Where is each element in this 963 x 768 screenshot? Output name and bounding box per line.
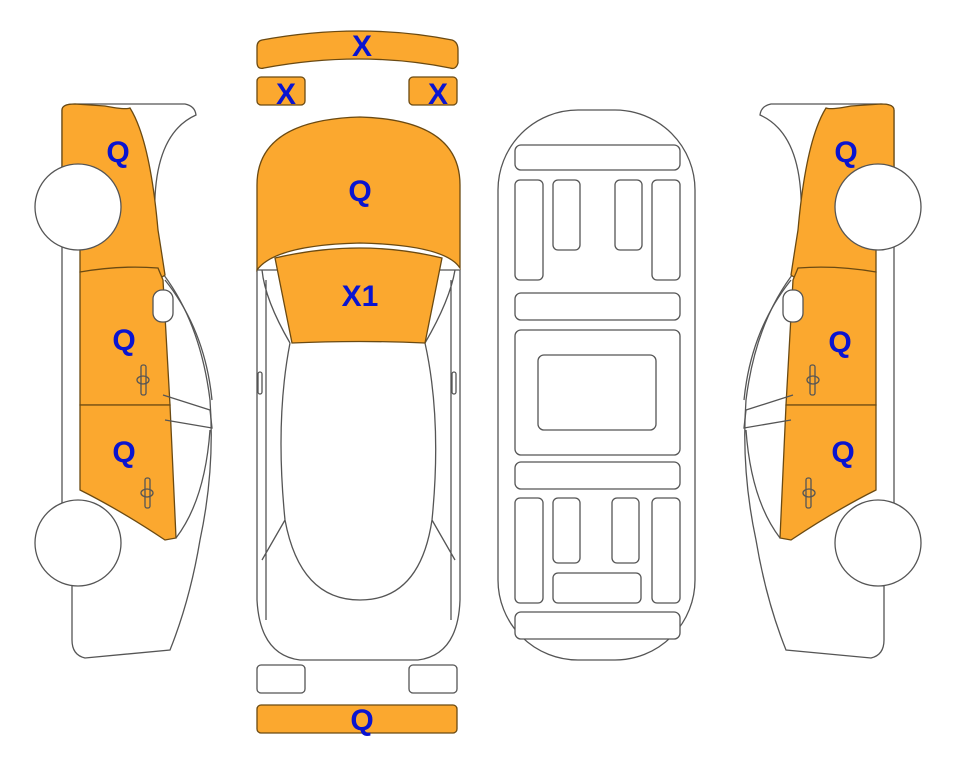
label-front-bumper: X xyxy=(352,30,372,63)
underbody-view xyxy=(497,109,696,661)
underbody-part xyxy=(614,179,643,251)
top-body-details xyxy=(261,269,456,620)
label-right-rear-door: Q xyxy=(831,436,854,469)
label-windshield: X1 xyxy=(342,280,379,313)
underbody-part xyxy=(514,144,681,171)
taillight-left xyxy=(256,664,306,694)
windshield-panel[interactable] xyxy=(274,247,443,344)
underbody-part xyxy=(514,611,681,640)
underbody-part xyxy=(651,179,681,281)
label-right-front-door: Q xyxy=(828,326,851,359)
label-left-front-door: Q xyxy=(112,324,135,357)
rear-door-panel[interactable] xyxy=(79,404,177,541)
underbody-part xyxy=(552,572,642,604)
top-body-outline xyxy=(256,269,461,661)
taillight-right xyxy=(408,664,458,694)
side-mirror-top-left xyxy=(257,371,263,395)
side-window-line xyxy=(162,279,213,539)
headlight-right-panel[interactable] xyxy=(408,76,458,106)
side-mirror-top-right xyxy=(451,371,457,395)
underbody-part xyxy=(651,497,681,604)
underbody-part xyxy=(537,354,657,431)
underbody-part xyxy=(514,292,681,321)
label-hood: Q xyxy=(348,175,371,208)
label-headlight-right: X xyxy=(428,78,448,111)
front-wheel xyxy=(34,163,122,251)
front-bumper-panel[interactable] xyxy=(256,30,459,70)
label-rear-bumper: Q xyxy=(350,704,373,737)
label-left-front-fender: Q xyxy=(106,136,129,169)
underbody-part xyxy=(611,497,640,564)
front-door-panel[interactable] xyxy=(79,266,171,406)
underbody-part xyxy=(514,179,544,281)
left-side-view xyxy=(34,103,213,659)
underbody-part xyxy=(552,179,581,251)
hood-panel[interactable] xyxy=(256,116,461,273)
label-headlight-left: X xyxy=(276,78,296,111)
underbody-part xyxy=(552,497,581,564)
headlight-left-panel[interactable] xyxy=(256,76,306,106)
top-view xyxy=(256,30,461,734)
side-mirror xyxy=(152,289,174,323)
label-left-rear-door: Q xyxy=(112,436,135,469)
door-handle-icon xyxy=(140,477,154,509)
rear-bumper-panel[interactable] xyxy=(256,704,458,734)
right-side-view xyxy=(743,103,922,659)
underbody-part xyxy=(514,497,544,604)
underbody-part xyxy=(514,461,681,490)
rear-wheel xyxy=(34,499,122,587)
door-handle-icon xyxy=(136,364,150,396)
label-right-front-fender: Q xyxy=(834,136,857,169)
